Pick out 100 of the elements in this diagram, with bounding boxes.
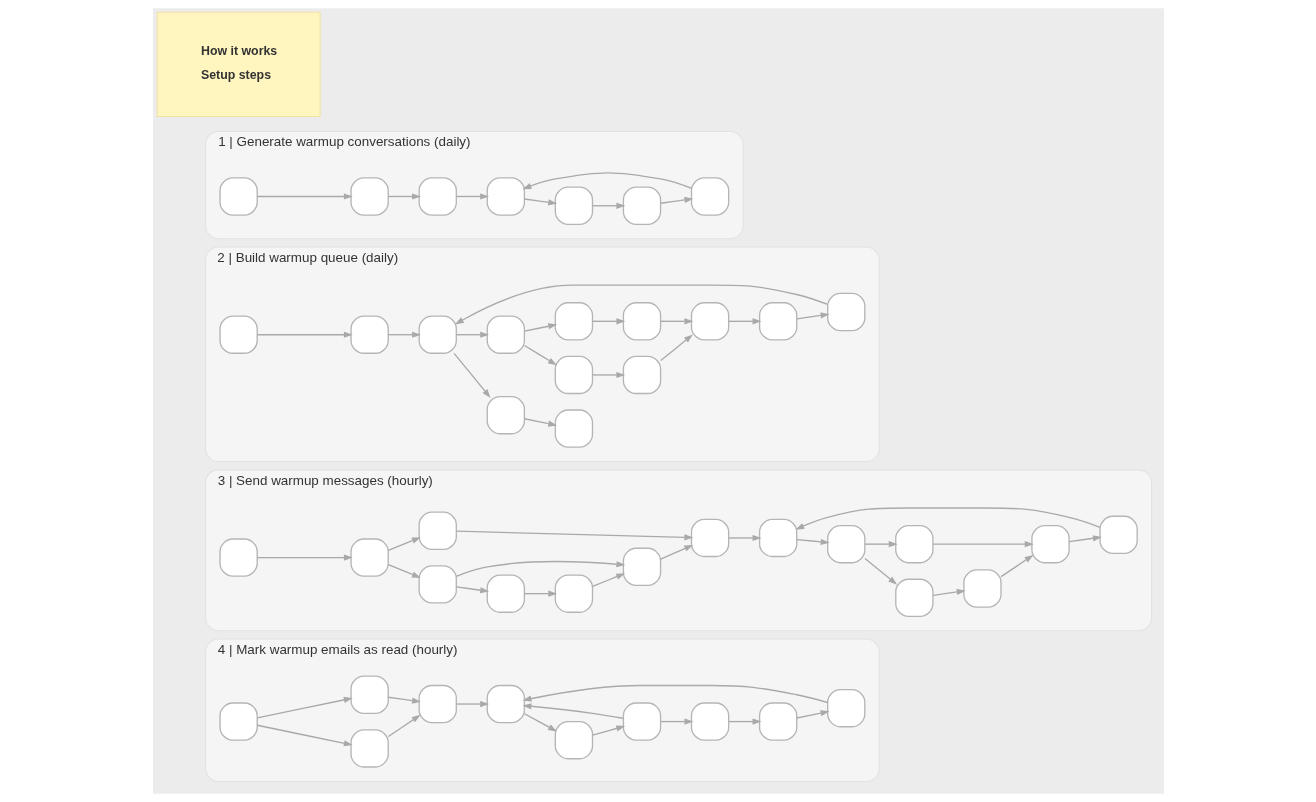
arrow (659, 318, 693, 325)
arrow (523, 323, 557, 332)
arrow (932, 541, 1034, 548)
node-box (826, 524, 865, 564)
node-box (349, 675, 389, 714)
arrow (523, 344, 557, 366)
node-box (690, 702, 729, 741)
arrow (591, 573, 625, 588)
arrow (523, 198, 557, 206)
arrow (387, 564, 421, 578)
cluster: 3 | Send warmup messages (hourly) (204, 469, 1152, 632)
arrow (455, 586, 489, 594)
arrow (523, 713, 557, 732)
arrow (591, 202, 625, 209)
node-box (622, 702, 661, 741)
arrow (455, 700, 489, 708)
arrow (591, 725, 625, 736)
arrow (795, 710, 829, 719)
node-box: How it works Setup steps (156, 11, 321, 118)
node-box (349, 315, 389, 354)
arrow (659, 718, 693, 725)
node-box (486, 574, 525, 613)
node-box (554, 302, 593, 341)
arrow (659, 334, 693, 362)
arrow (727, 318, 761, 325)
arrow (256, 696, 353, 719)
node-box (1098, 515, 1138, 555)
node-box (218, 315, 258, 354)
node-box (622, 302, 661, 341)
cluster: 2 | Build warmup queue (daily) (204, 246, 880, 463)
node-box (218, 177, 258, 216)
node-box (418, 684, 457, 724)
node-box (554, 574, 593, 613)
arrow (863, 557, 897, 585)
node-box (349, 177, 389, 216)
arrow (522, 703, 624, 719)
arrow (387, 193, 421, 200)
arrow (256, 331, 353, 338)
node-box (1030, 524, 1070, 564)
arrow (659, 196, 693, 204)
node-box (894, 524, 934, 564)
node-box (622, 547, 661, 587)
arrow (455, 193, 489, 200)
node-box (349, 538, 389, 577)
arrow (455, 560, 625, 578)
node-box (690, 177, 729, 216)
arrow (452, 352, 491, 398)
node-box (349, 729, 389, 768)
node-box (554, 186, 593, 225)
node-box (418, 565, 457, 604)
node-box (758, 302, 797, 341)
node-box (486, 177, 525, 216)
arrow (591, 371, 625, 379)
arrow (256, 724, 353, 747)
cluster: 1 | Generate warmup conversations (daily) (204, 130, 744, 240)
node-box (218, 702, 258, 741)
node-box (418, 177, 457, 216)
arrow (659, 544, 693, 560)
arrow (387, 537, 421, 552)
arrow (387, 331, 421, 338)
arrow (727, 718, 761, 725)
arrow (522, 172, 692, 190)
node-box (962, 569, 1002, 608)
node-box (758, 518, 797, 558)
node-box (486, 395, 525, 435)
node-box (826, 688, 865, 728)
node-box (690, 518, 729, 558)
arrow (522, 684, 828, 704)
node-box (418, 315, 457, 354)
node-box (486, 684, 525, 724)
arrow (387, 714, 421, 738)
arrow (795, 312, 829, 320)
arrow (454, 284, 828, 325)
arrow (523, 590, 557, 597)
arrow (256, 554, 353, 561)
arrow (256, 193, 353, 200)
node-box (622, 355, 661, 395)
cluster: 4 | Mark warmup emails as read (hourly) (204, 638, 880, 782)
arrow (727, 534, 761, 542)
node-box (758, 702, 797, 741)
arrow (795, 538, 829, 545)
arrow (455, 530, 693, 541)
arrow (1000, 554, 1033, 578)
node-box (486, 315, 525, 354)
node-box (690, 302, 729, 341)
arrow (591, 318, 625, 325)
node-box (554, 355, 593, 395)
node-box (418, 511, 457, 550)
arrow (794, 507, 1101, 530)
node-box (218, 538, 258, 577)
arrow (455, 331, 489, 338)
node-box (554, 720, 593, 760)
node-box (554, 409, 593, 448)
arrow (523, 418, 557, 427)
node-box (826, 292, 865, 332)
arrow (863, 541, 898, 548)
arrow (1068, 535, 1102, 543)
node-box (622, 186, 661, 225)
node-box (894, 578, 934, 617)
arrow (931, 588, 966, 596)
